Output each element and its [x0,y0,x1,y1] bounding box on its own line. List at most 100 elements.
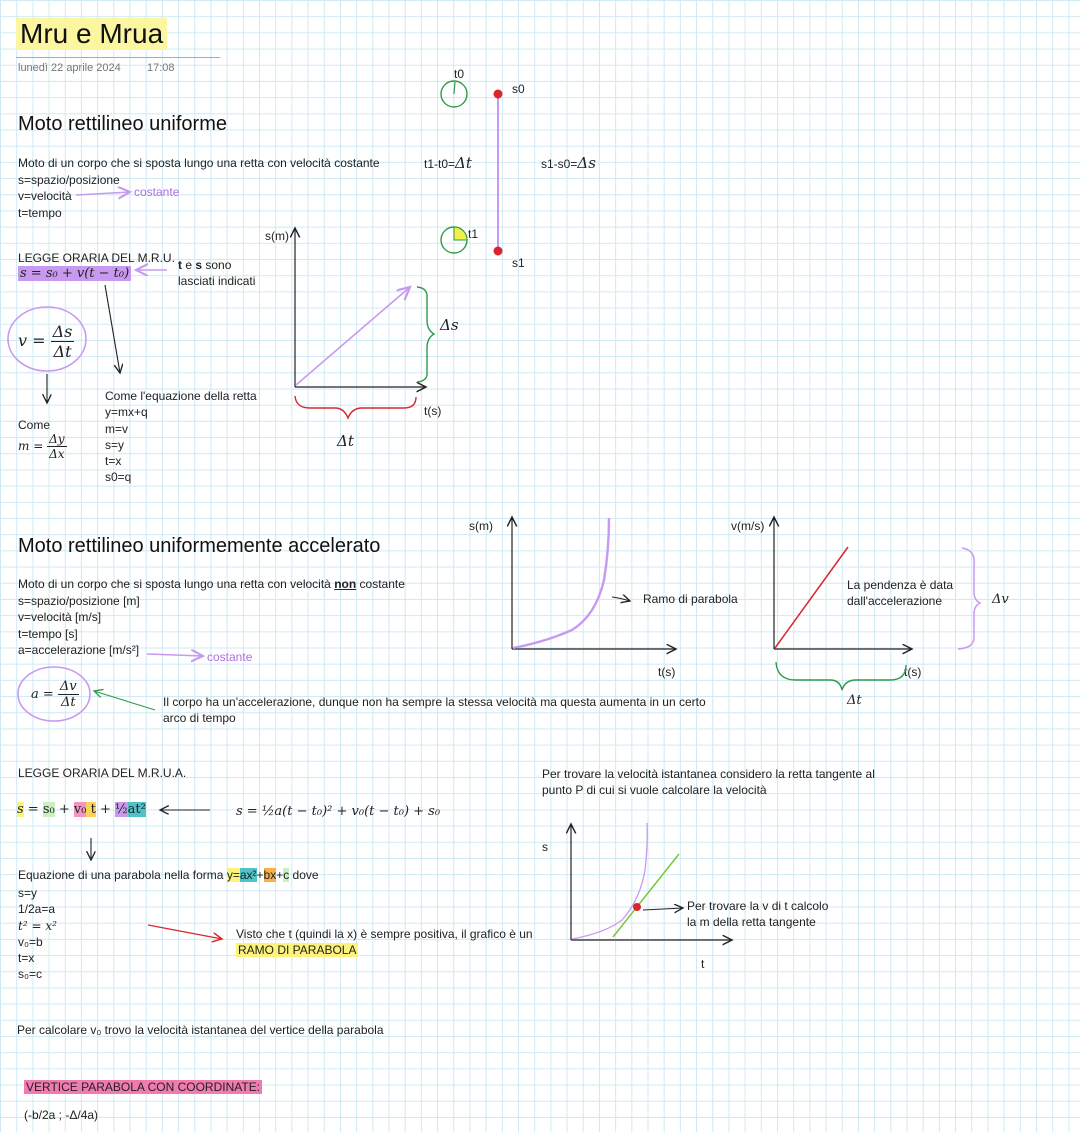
v-brace-v [957,547,982,650]
tangent-annotation-line: Per trovare la v di t calcolo [687,899,829,913]
mru-var: v=velocità [18,189,72,204]
v-graph-delta-t: Δt [847,693,862,708]
v-annotation-line: La pendenza è data [847,578,954,592]
line-equation-list: Come l'equazione della retta y=mx+q m=v … [105,388,257,486]
page-time: 17:08 [147,62,175,74]
clock-t0-hand [453,81,456,95]
note-rest: sono [202,258,232,272]
mapping-item: s=y [18,886,38,900]
mrua-constant-label: costante [207,650,253,664]
mrua-variables: s=spazio/posizione [m] v=velocità [m/s] … [18,593,140,658]
clock-t1-wedge [453,226,468,241]
tangent-note-line: Per trovare la velocità istantanea consi… [542,767,875,781]
mru-description: Moto di un corpo che si sposta lungo una… [18,156,380,170]
arrow-costante-2 [146,654,203,656]
dt-eq: t1-t0= [424,157,456,171]
come-label: Come [18,418,51,432]
tangent-point [633,903,641,911]
desc-bold: non [334,577,357,591]
mru-graph-delta-t: Δt [337,432,354,450]
v-num: Δs [50,322,75,342]
parab-curve [512,517,611,650]
v-graph-annotation: La pendenza è data dall'accelerazione [847,577,953,610]
law-eq: = [23,802,43,817]
v-annotation-line: dall'accelerazione [847,594,943,609]
note-t: t [178,258,182,272]
timeline-t0: t0 [454,67,465,81]
mru-note-line2: lasciati indicati [178,274,256,288]
m-num: Δy [47,432,67,447]
a-num: Δv [57,679,79,695]
tangent-line [612,853,680,938]
mru-variables: s=spazio/posizione v=velocità t=tempo [18,172,120,221]
parab-ax2: ax² [239,868,257,882]
parab-y: y= [226,868,240,882]
line-eq: s=y [105,437,125,452]
mru-brace-t [294,395,417,420]
law-plus2: + [95,802,115,817]
clock-t0 [440,80,468,108]
desc-pre: Moto di un corpo che si sposta lungo una… [18,577,335,591]
timeline-dt: t1-t0=Δt [424,154,472,172]
v-den: Δt [53,342,72,361]
timeline-s0: s0 [512,82,525,96]
desc-post: costante [356,577,405,591]
mru-law-formula: s = s₀ + v(t − t₀) [18,266,132,281]
tangent-graph-y-label: s [542,840,548,854]
mru-line [295,287,410,386]
law-at2: at² [127,802,146,817]
mrua-law-full: s = ½a(t − t₀)² + v₀(t − t₀) + s₀ [236,804,441,819]
tangent-parab [571,822,648,940]
point-s1 [493,246,503,256]
law-plus1: + [54,802,74,817]
law-v0: v₀ [73,802,87,817]
mrua-law-highlighted: s = s₀ + v₀ t + ½at² [17,802,146,817]
v-line [774,546,849,649]
tangent-note: Per trovare la velocità istantanea consi… [542,766,875,799]
velocity-ellipse [7,306,87,372]
a-lhs: a = [31,687,54,702]
law-s0: s₀ [42,802,55,817]
law-t: t [86,802,96,817]
parab-c: c [283,868,290,882]
mru-heading: Moto rettilineo uniforme [18,113,227,135]
v0-note: Per calcolare v₀ trovo la velocità istan… [17,1023,384,1037]
parabola-mapping: s=y 1/2a=a t² = x² v₀=b t=x s₀=c [18,885,57,983]
law-s: s [17,802,24,817]
v-graph-y-label: v(m/s) [731,519,765,533]
line-eq: t=x [105,454,122,469]
v-brace-t [775,661,907,691]
parab-graph-x-label: t(s) [658,665,676,679]
line-eq: s0=q [105,470,132,485]
mapping-item: v₀=b [18,934,43,949]
dt-sym: Δt [455,154,472,172]
mru-var: s=spazio/posizione [18,173,120,187]
arrow-costante [75,192,130,195]
accel-note-line: arco di tempo [163,711,236,726]
mru-law-title: LEGGE ORARIA DEL M.R.U. [18,251,175,265]
tangent-graph-x-label: t [701,957,705,971]
accel-note-line: Il corpo ha un'accelerazione, dunque non… [163,695,706,709]
arrow-ramo [147,924,222,939]
mru-graph-delta-s: Δs [440,316,459,334]
mrua-heading: Moto rettilineo uniformemente accelerato [18,535,381,557]
line-eq: y=mx+q [105,405,148,420]
a-den: Δt [60,695,76,710]
parab-plus1: + [256,868,264,882]
law-half: ½ [115,802,128,817]
parab-graph-annotation: Ramo di parabola [643,592,738,606]
mru-note: t e s sono [178,258,231,272]
mrua-law-title: LEGGE ORARIA DEL M.R.U.A. [18,766,187,780]
acceleration-ellipse [17,666,91,722]
mapping-item: s₀=c [18,967,42,982]
page-title: Mru e Mrua [16,18,168,50]
mru-graph-y-label: s(m) [265,229,289,243]
timeline-t1: t1 [468,227,479,241]
mapping-item: 1/2a=a [18,902,56,917]
v-graph-delta-v: Δv [992,592,1009,607]
timeline-ds: s1-s0=Δs [541,154,596,172]
parab-post: dove [289,868,319,882]
mapping-item: t=x [18,951,35,966]
parab-plus2: + [276,868,284,882]
